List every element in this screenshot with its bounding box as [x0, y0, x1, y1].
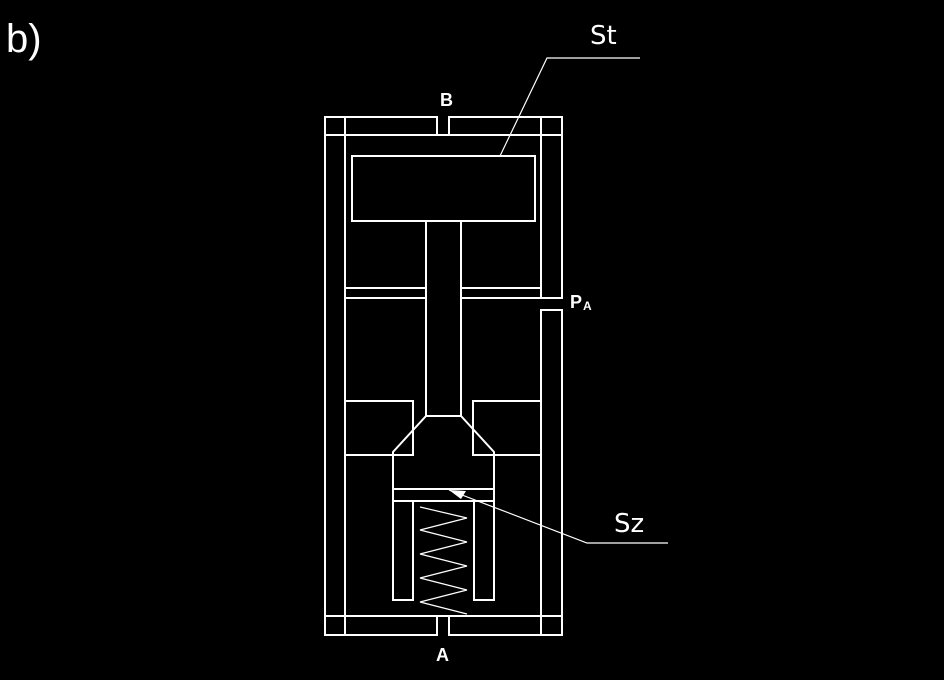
panel-label: b) — [6, 17, 42, 61]
piston-rod — [425, 220, 462, 417]
housing-left-wall — [324, 116, 346, 636]
callout-label-sz: Sz — [614, 509, 644, 539]
return-spring — [419, 506, 468, 615]
housing-bottom-wall-left — [324, 615, 438, 636]
guide-sleeve-right — [473, 500, 495, 601]
poppet-cone — [392, 415, 495, 490]
housing-top-wall-left — [324, 116, 438, 136]
closing-body-sz — [392, 415, 495, 601]
guide-sleeve-left — [392, 500, 414, 601]
seat-block-right — [472, 400, 542, 456]
port-label-a: A — [436, 645, 449, 665]
housing-right-wall-lower — [540, 309, 563, 636]
housing-top-wall-right — [448, 116, 563, 136]
valve-seat — [344, 400, 542, 456]
callout-label-st: St — [590, 21, 617, 51]
partition-left — [344, 287, 427, 299]
partition-wall — [344, 287, 542, 299]
valve-housing — [324, 116, 563, 636]
poppet-plate — [392, 488, 495, 502]
piston-st — [351, 155, 536, 417]
housing-bottom-wall-right — [448, 615, 563, 636]
piston-head — [351, 155, 536, 222]
seat-block-left — [344, 400, 414, 456]
leader-arrowhead-sz — [449, 490, 466, 499]
partition-right — [460, 287, 542, 299]
leader-line-sz — [448, 489, 668, 544]
leader-line-st — [499, 57, 640, 157]
port-label-b: B — [440, 90, 453, 110]
housing-right-wall-upper — [540, 116, 563, 299]
port-label-pa-main: P — [570, 292, 582, 312]
port-label-pa-sub: A — [583, 299, 592, 313]
